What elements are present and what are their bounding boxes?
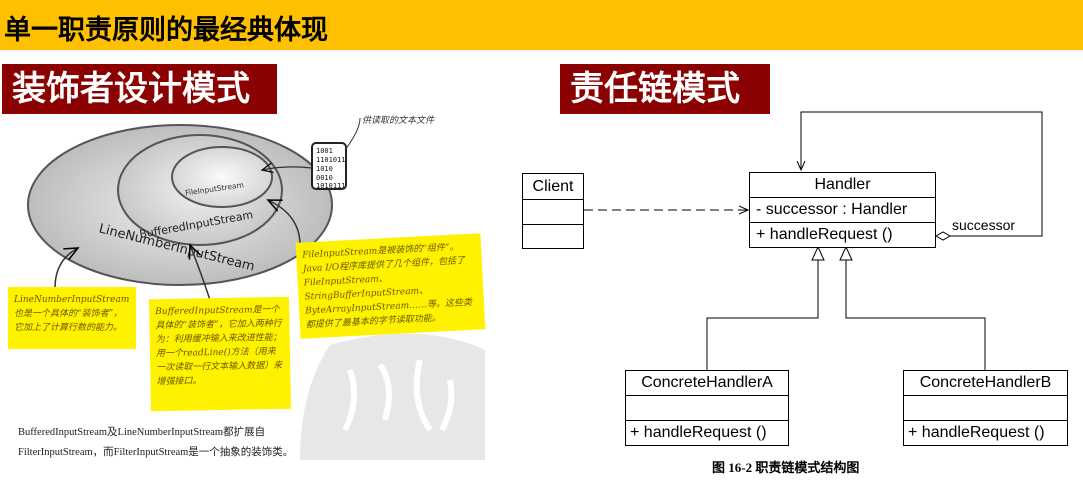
slide-title: 单一职责原则的最经典体现	[4, 15, 328, 46]
generalization-b-triangle	[839, 245, 853, 261]
callout-arrow-buffered	[190, 245, 211, 301]
concrete-b-attributes	[904, 396, 1067, 421]
figure-caption: 图 16-2 职责链模式结构图	[712, 460, 860, 475]
text-file-label: 供读取的文本文件	[362, 116, 435, 126]
generalization-a-triangle	[811, 245, 825, 261]
title-bar: 单一职责原则的最经典体现	[0, 0, 1083, 50]
file-pointer-line	[344, 117, 361, 151]
concrete-handler-a-class: ConcreteHandlerA + handleRequest ()	[625, 370, 789, 446]
seal-watermark	[300, 333, 485, 460]
handler-operation: + handleRequest ()	[756, 226, 893, 243]
file-to-ring-arrow	[262, 167, 313, 170]
svg-text:0010: 0010	[316, 174, 333, 182]
ring-fileinput	[171, 146, 273, 208]
note-fileinput: FileInputStream是被装饰的“组件”。Java I/O程序库提供了几…	[295, 233, 486, 339]
concrete-handler-b-class: ConcreteHandlerB + handleRequest ()	[903, 370, 1068, 446]
successor-role-label: successor	[952, 217, 1015, 233]
generalization-a	[706, 248, 819, 370]
generalization-b	[845, 248, 986, 370]
svg-text:1010111: 1010111	[316, 182, 346, 190]
text-file-icon: 1001 1101011 1010 0010 1010111	[311, 142, 347, 190]
concrete-a-attributes	[626, 396, 788, 421]
handler-attribute: - successor : Handler	[750, 198, 935, 223]
client-operations	[523, 225, 583, 248]
svg-text:1010: 1010	[316, 165, 333, 173]
concrete-a-name: ConcreteHandlerA	[626, 371, 788, 396]
handler-class-name: Handler	[750, 173, 935, 198]
concrete-b-name: ConcreteHandlerB	[904, 371, 1067, 396]
note-linenumber: LineNumberInputStream也是一个具体的“装饰者”，它加上了计算…	[8, 287, 136, 349]
note-buffered: BufferedInputStream是一个具体的“装饰者”，它加入两种行为：利…	[149, 296, 291, 412]
client-attributes	[523, 200, 583, 225]
concrete-a-operation: + handleRequest ()	[630, 424, 767, 441]
handler-class: Handler - successor : Handler + handleRe…	[749, 172, 936, 248]
svg-text:1101011: 1101011	[316, 156, 346, 164]
successor-association	[801, 111, 1043, 237]
svg-text:1001: 1001	[316, 147, 333, 155]
concrete-b-operation: + handleRequest ()	[908, 424, 1045, 441]
client-class-name: Client	[523, 174, 583, 200]
callout-arrow-fileinput	[268, 200, 301, 246]
decorator-pattern-badge: 装饰者设计模式	[2, 64, 277, 114]
successor-aggregation-diamond	[934, 231, 952, 241]
chain-of-responsibility-badge: 责任链模式	[560, 64, 770, 114]
callout-arrow-linenumber	[54, 248, 78, 289]
client-class: Client	[522, 173, 584, 249]
decorator-caption: BufferedInputStream及LineNumberInputStrea…	[18, 427, 294, 458]
